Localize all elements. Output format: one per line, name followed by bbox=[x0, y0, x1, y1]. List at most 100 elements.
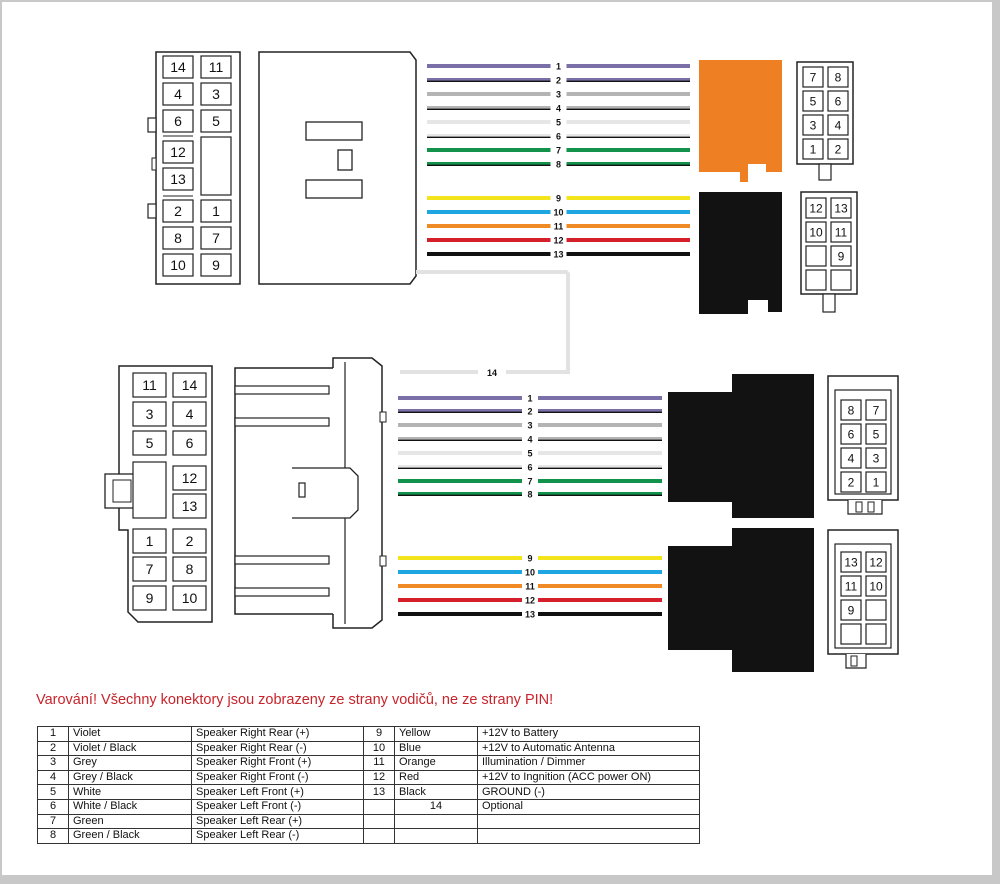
pin-cell bbox=[200, 55, 232, 79]
pin-cell bbox=[865, 447, 887, 469]
pin-number: 10 bbox=[170, 257, 186, 273]
table-cell-n2 bbox=[363, 813, 395, 830]
pin-cell bbox=[865, 399, 887, 421]
table-cell-color: Violet / Black bbox=[68, 740, 192, 757]
pin-cell bbox=[172, 585, 207, 611]
pin-cell bbox=[162, 140, 194, 164]
pin-cell bbox=[200, 109, 232, 133]
pin-cell bbox=[865, 623, 887, 645]
table-cell-n: 8 bbox=[37, 828, 69, 844]
pin-number: 13 bbox=[834, 201, 848, 215]
pin-number: 10 bbox=[182, 590, 198, 606]
plug-slot bbox=[305, 179, 363, 199]
pin-number: 2 bbox=[186, 533, 194, 549]
plug-rib bbox=[234, 555, 330, 565]
pin-cell bbox=[840, 423, 862, 445]
wire-number-label: 14 bbox=[487, 368, 497, 378]
table-cell-n2: 10 bbox=[363, 740, 395, 757]
pin-number: 8 bbox=[848, 403, 855, 417]
pin-number: 1 bbox=[212, 203, 220, 219]
pin-cell bbox=[802, 66, 824, 88]
pin-cell bbox=[830, 245, 852, 267]
pin-number: 3 bbox=[810, 118, 817, 132]
pin-cell bbox=[840, 551, 862, 573]
wire-number-label: 6 bbox=[527, 463, 532, 473]
pin-number: 12 bbox=[182, 470, 198, 486]
pin-number: 9 bbox=[848, 603, 855, 617]
pin-number: 12 bbox=[170, 144, 186, 160]
plug-rib bbox=[234, 417, 330, 427]
connector-key-pin bbox=[855, 501, 863, 513]
wire-number-label: 2 bbox=[556, 76, 561, 86]
pin-cell bbox=[865, 471, 887, 493]
wire-number-label: 12 bbox=[553, 236, 563, 246]
pin-number: 7 bbox=[810, 70, 817, 84]
table-cell-color: White bbox=[68, 784, 192, 800]
pin-number: 6 bbox=[848, 427, 855, 441]
table-cell-color: Grey / Black bbox=[68, 769, 192, 786]
pin-number: 6 bbox=[174, 113, 182, 129]
pin-cell bbox=[802, 138, 824, 160]
pin-cell bbox=[805, 221, 827, 243]
wire-number-label: 3 bbox=[556, 90, 561, 100]
pin-number: 13 bbox=[170, 171, 186, 187]
wire-number-label: 11 bbox=[525, 582, 535, 592]
pin-number: 14 bbox=[170, 59, 186, 75]
pin-cell bbox=[172, 528, 207, 554]
pin-number: 9 bbox=[146, 590, 154, 606]
pin-cell bbox=[162, 226, 194, 250]
table-cell-n: 2 bbox=[37, 740, 69, 757]
pin-number: 13 bbox=[182, 498, 198, 514]
wire-number-label: 4 bbox=[556, 104, 561, 114]
pin-number: 11 bbox=[209, 59, 224, 75]
pin-cell bbox=[162, 199, 194, 223]
pin-cell bbox=[162, 109, 194, 133]
pin-cell bbox=[162, 167, 194, 191]
pin-cell bbox=[840, 599, 862, 621]
plug-slot bbox=[337, 149, 353, 171]
wire-number-label: 2 bbox=[527, 407, 532, 417]
plug-tab bbox=[379, 411, 387, 423]
pin-cell bbox=[840, 399, 862, 421]
table-cell-func: Speaker Right Rear (-) bbox=[191, 740, 364, 757]
pin-cell bbox=[132, 401, 167, 427]
pin-number: 1 bbox=[873, 475, 880, 489]
table-cell-func2: +12V to Battery bbox=[477, 726, 700, 742]
pin-cell bbox=[802, 114, 824, 136]
table-cell-n: 4 bbox=[37, 769, 69, 786]
pin-number: 8 bbox=[835, 70, 842, 84]
table-cell-func2 bbox=[477, 813, 700, 830]
black-power-plug-sleeve bbox=[668, 546, 734, 650]
pin-cell bbox=[200, 226, 232, 250]
wire-number-label: 7 bbox=[556, 146, 561, 156]
pin-cell bbox=[162, 82, 194, 106]
table-cell-n2: 9 bbox=[363, 726, 395, 742]
table-cell-color: White / Black bbox=[68, 798, 192, 815]
table-cell-color2: Red bbox=[394, 769, 478, 786]
connector-key bbox=[847, 500, 883, 515]
pin-number: 6 bbox=[186, 435, 194, 451]
pin-number: 7 bbox=[873, 403, 880, 417]
pin-cell bbox=[830, 269, 852, 291]
table-cell-n: 6 bbox=[37, 798, 69, 815]
pin-number: 10 bbox=[869, 579, 883, 593]
pin-number: 5 bbox=[146, 435, 154, 451]
pin-cell bbox=[827, 138, 849, 160]
bottom-plug-housing bbox=[234, 357, 387, 629]
pin-cell bbox=[172, 401, 207, 427]
table-cell-color: Grey bbox=[68, 755, 192, 771]
orange-speaker-plug bbox=[699, 60, 782, 182]
pin-cell bbox=[162, 253, 194, 277]
pin-number: 5 bbox=[212, 113, 220, 129]
pin-cell bbox=[132, 430, 167, 456]
pin-number: 3 bbox=[212, 86, 220, 102]
wire-14-path bbox=[400, 270, 570, 374]
pin-cell bbox=[840, 471, 862, 493]
